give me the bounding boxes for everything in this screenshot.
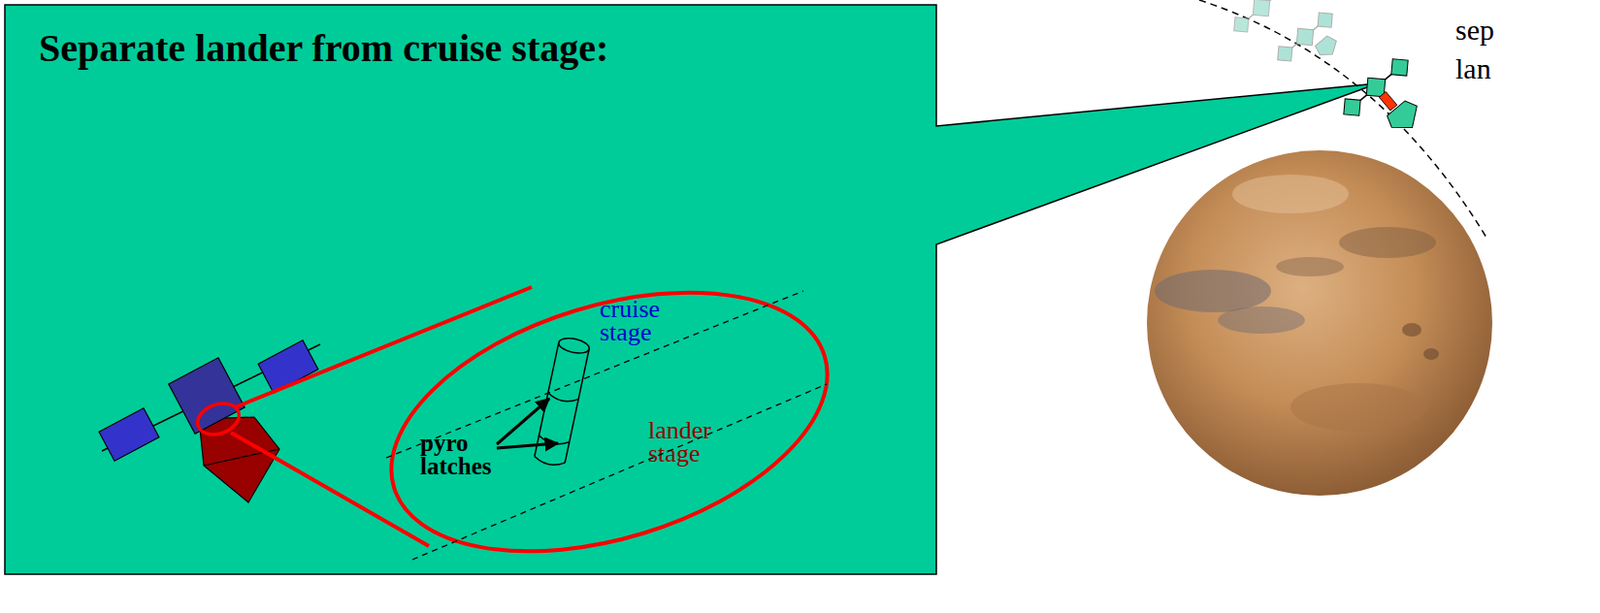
spacecraft-ghost (1317, 12, 1333, 28)
spacecraft-ghost (1277, 46, 1293, 62)
callout-shape (4, 4, 1378, 575)
latch-cylinder (537, 435, 569, 448)
spacecraft-drawing (98, 408, 160, 461)
stage-boundary (412, 384, 827, 560)
mars-planet (1290, 383, 1427, 432)
callout-box: Separate lander from cruise stage: cruise… (4, 4, 937, 575)
zoom-leader (193, 287, 532, 547)
latch-cylinder (556, 335, 590, 356)
spacecraft-ghost (1234, 17, 1249, 33)
mars-planet (1154, 174, 1439, 432)
spacecraft-icon (1343, 98, 1361, 116)
latch-cylinder (564, 349, 589, 463)
mars-planet (1275, 257, 1344, 277)
callout-label: sep (1455, 13, 1495, 47)
spacecraft-drawing (258, 340, 319, 393)
callout-heading: Separate lander from cruise stage: (38, 26, 913, 71)
spacecraft-drawing (98, 340, 321, 503)
latch-cylinder (533, 456, 565, 468)
mars-planet (1232, 174, 1349, 214)
spacecraft-ghost (1270, 5, 1352, 85)
stage-label: lander stage (648, 419, 732, 466)
spacecraft-icon (1384, 97, 1427, 138)
ellipse-outline (359, 244, 859, 599)
mars-planet (1154, 269, 1272, 313)
mars-planet (1217, 306, 1306, 334)
latch-pointer (496, 398, 558, 449)
stage-label: cruise stage (599, 297, 678, 345)
orbit-path (1199, 0, 1487, 238)
spacecraft-drawing (168, 358, 245, 434)
mars-planet (1146, 150, 1493, 496)
spacecraft-ghost (1313, 33, 1341, 62)
spacecraft-icon (1378, 91, 1397, 111)
stage-boundary (386, 291, 804, 458)
mars-planet (1402, 323, 1422, 337)
spacecraft-ghost (1226, 0, 1296, 39)
part-label: pyro latches (420, 431, 514, 479)
spacecraft-drawing (203, 449, 280, 466)
latch-cylinder (547, 392, 579, 405)
spacecraft-drawing (198, 417, 280, 503)
zoom-leader (193, 397, 244, 440)
zoom-ellipse: cruise stage lander stage pyro latches (376, 276, 843, 568)
mars-planet (1146, 150, 1493, 496)
spacecraft-ghost (1296, 28, 1313, 45)
zoom-leader (234, 287, 532, 408)
latch-pointer (496, 443, 558, 449)
latch-cylinder (533, 335, 591, 468)
spacecraft-icon (1391, 59, 1408, 76)
stage-boundary (386, 291, 827, 560)
latch-pointer (496, 398, 550, 445)
spacecraft-drawing (101, 344, 321, 452)
spacecraft-ghost (1252, 0, 1270, 17)
latch-cylinder (534, 342, 559, 457)
mars-planet (1338, 227, 1437, 259)
zoom-leader (230, 432, 429, 547)
callout-label: lan (1455, 52, 1492, 86)
mars-planet (1423, 348, 1439, 360)
spacecraft-icon (1336, 50, 1444, 156)
